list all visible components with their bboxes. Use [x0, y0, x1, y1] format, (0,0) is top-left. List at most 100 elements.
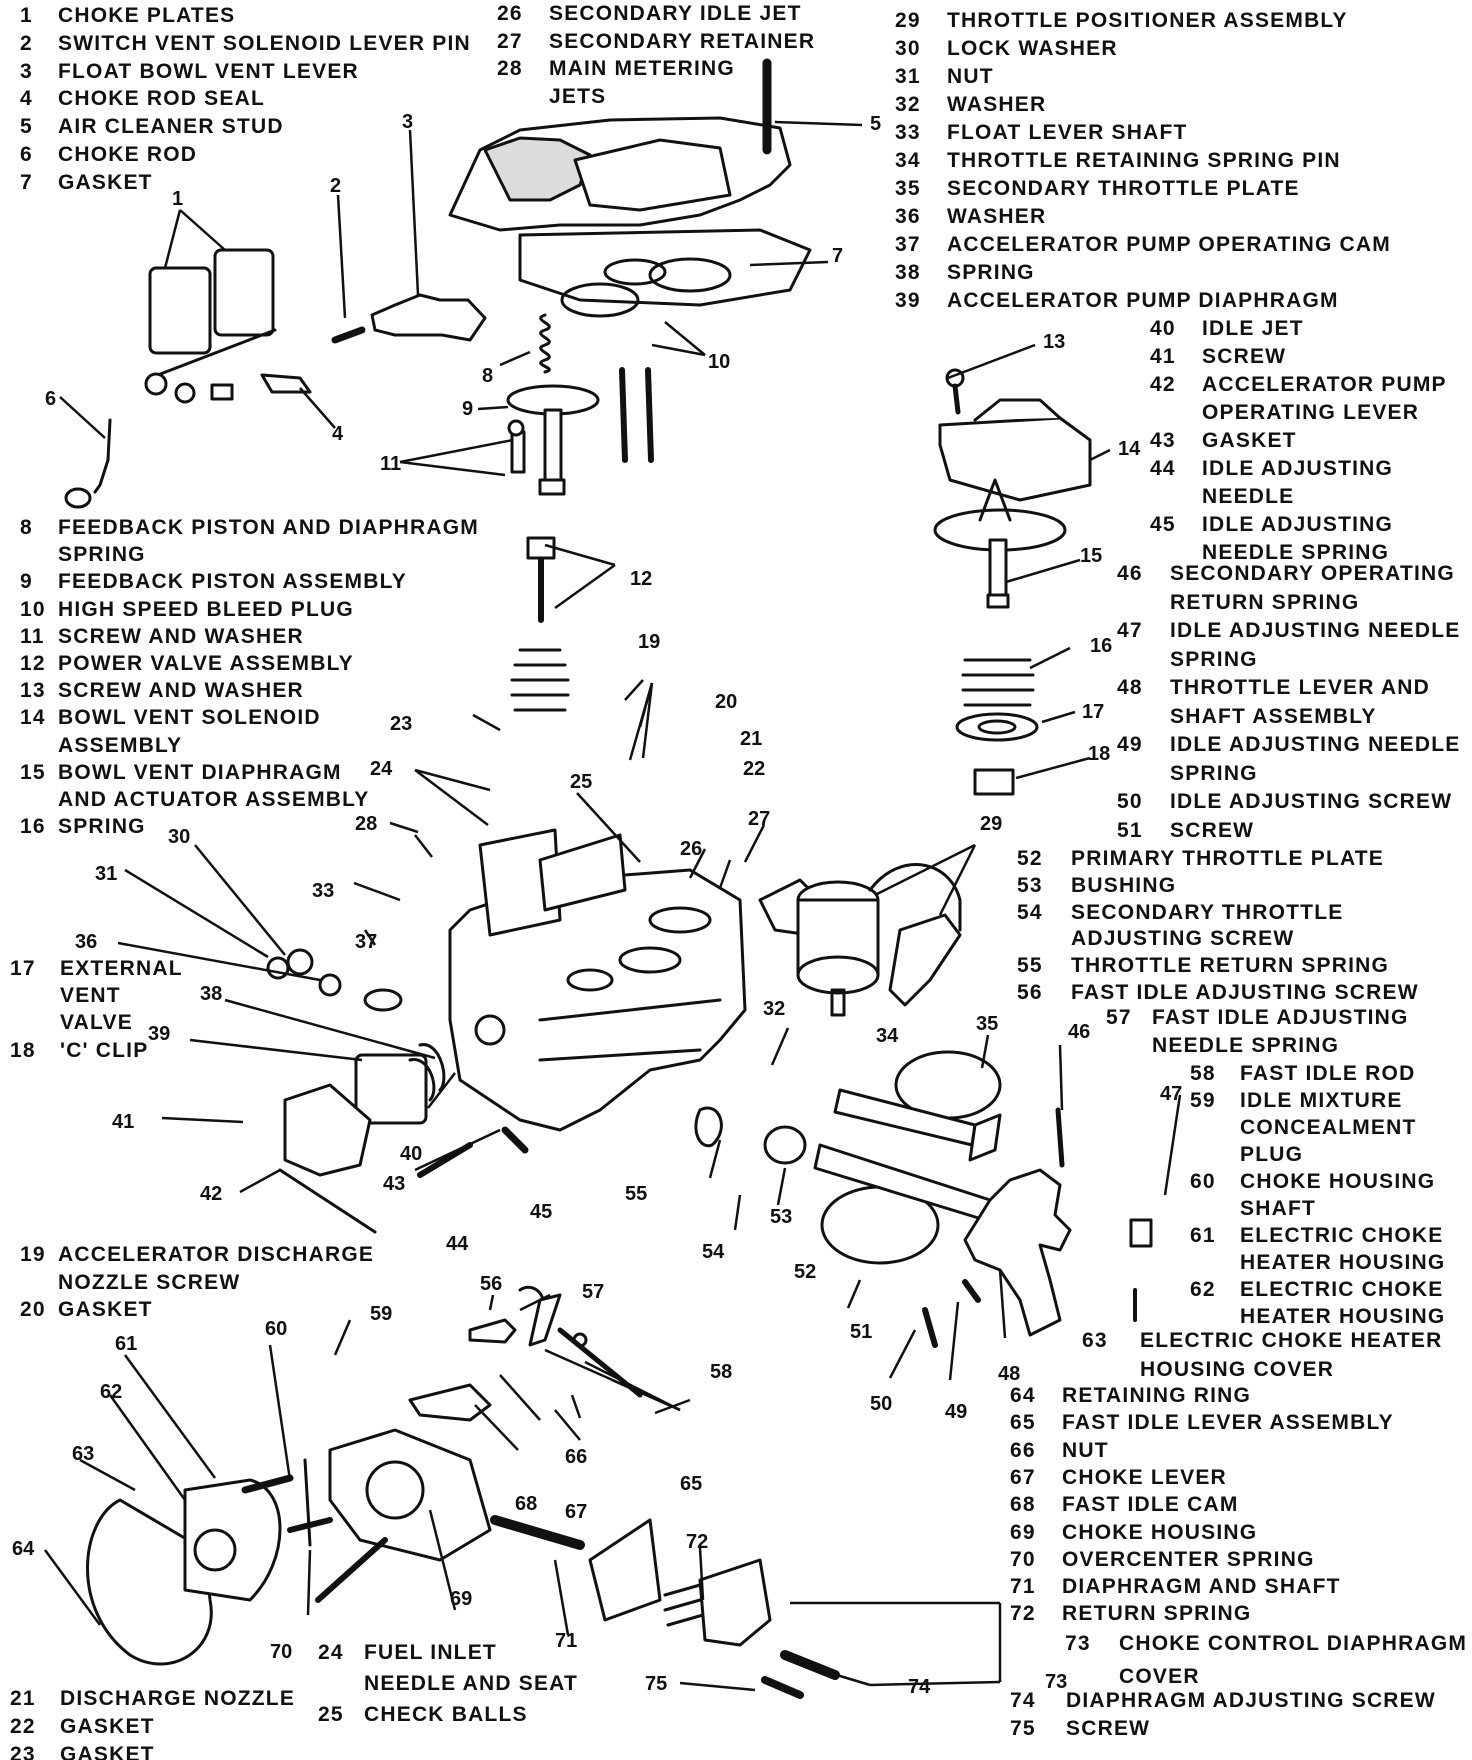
- legend-entry: NEEDLE SPRING: [1150, 542, 1389, 563]
- callout-number: 1: [172, 188, 183, 210]
- legend-number: 48: [1117, 676, 1143, 699]
- legend-number: 60: [1190, 1170, 1216, 1193]
- callout-number: 41: [112, 1111, 134, 1133]
- legend-entry: VENT: [10, 985, 121, 1006]
- callout-number: 63: [72, 1443, 94, 1465]
- legend-number: 4: [20, 87, 33, 111]
- legend-text: RETURN SPRING: [1170, 590, 1360, 614]
- legend-number: 5: [20, 115, 33, 139]
- legend-text: RETURN SPRING: [1062, 1602, 1252, 1626]
- callout-number: 56: [480, 1273, 502, 1295]
- pump-cover-part: [283, 1083, 372, 1177]
- callout-number: 55: [625, 1183, 647, 1205]
- legend-number: 26: [497, 2, 523, 25]
- legend-number: 32: [895, 93, 921, 116]
- legend-text: HIGH SPEED BLEED PLUG: [58, 597, 354, 621]
- legend-number: 10: [20, 597, 46, 621]
- legend-number: 16: [20, 815, 46, 839]
- legend-number: 17: [10, 957, 36, 980]
- callout-number: 3: [402, 111, 413, 133]
- legend-number: 46: [1117, 562, 1143, 585]
- legend-text: HEATER HOUSING: [1240, 1251, 1446, 1274]
- legend-text: CONCEALMENT: [1240, 1116, 1417, 1139]
- legend-text: PRIMARY THROTTLE PLATE: [1071, 847, 1385, 870]
- legend-number: 21: [10, 1687, 36, 1710]
- legend-number: 13: [20, 679, 46, 703]
- legend-text: GASKET: [58, 1298, 153, 1322]
- legend-text: GASKET: [60, 1742, 155, 1760]
- bowl-vent-solenoid-part: [933, 368, 1092, 796]
- legend-text: WASHER: [947, 93, 1047, 116]
- callout-number: 65: [680, 1473, 702, 1495]
- legend-text: ACCELERATOR PUMP OPERATING CAM: [947, 233, 1391, 256]
- leader-lines: [43, 120, 1182, 1692]
- legend-text: CHOKE CONTROL DIAPHRAGM: [1119, 1632, 1468, 1655]
- legend-number: 36: [895, 205, 921, 228]
- legend-number: 45: [1150, 513, 1176, 536]
- callout-number: 73: [1045, 1671, 1067, 1693]
- legend-text: HOUSING COVER: [1140, 1358, 1335, 1381]
- legend-text: OVERCENTER SPRING: [1062, 1547, 1315, 1571]
- callout-number: 12: [630, 568, 652, 590]
- legend-number: 57: [1106, 1006, 1132, 1029]
- legend-text: GASKET: [60, 1714, 155, 1738]
- legend-entry: 26 SECONDARY IDLE JET: [497, 3, 802, 24]
- legend-text: FUEL INLET: [364, 1641, 497, 1664]
- callout-number: 22: [743, 758, 765, 780]
- legend-number: 9: [20, 570, 33, 594]
- legend-text: BOWL VENT DIAPHRAGM: [58, 760, 342, 784]
- callout-number: 37: [355, 931, 377, 953]
- legend-text: THROTTLE LEVER AND: [1170, 676, 1430, 699]
- callout-number: 53: [770, 1206, 792, 1228]
- choke-plates-part: [144, 248, 277, 404]
- legend-text: SHAFT: [1240, 1197, 1316, 1220]
- callout-number: 17: [1082, 701, 1104, 723]
- legend-text: IDLE MIXTURE: [1240, 1089, 1403, 1112]
- callout-number: 25: [570, 771, 592, 793]
- callout-number: 13: [1043, 331, 1065, 353]
- callout-number: 27: [748, 808, 770, 830]
- legend-number: 56: [1017, 981, 1043, 1004]
- legend-text: SPRING: [947, 261, 1035, 284]
- legend-text: SECONDARY OPERATING: [1170, 562, 1455, 585]
- legend-number: 33: [895, 121, 921, 144]
- throttle-lever-part: [963, 1168, 1072, 1337]
- legend-number: 53: [1017, 873, 1043, 897]
- legend-text: ELECTRIC CHOKE: [1240, 1224, 1444, 1247]
- legend-number: 19: [20, 1243, 46, 1266]
- legend-number: 66: [1010, 1438, 1036, 1462]
- callout-number: 57: [582, 1281, 604, 1303]
- legend-entry: HEATER HOUSING: [1190, 1252, 1445, 1273]
- legend-text: DIAPHRAGM AND SHAFT: [1062, 1575, 1341, 1599]
- callout-number: 70: [270, 1641, 292, 1663]
- legend-text: NEEDLE: [1202, 485, 1295, 508]
- legend-number: 67: [1010, 1465, 1036, 1489]
- callout-number: 15: [1080, 545, 1102, 567]
- legend-text: SECONDARY IDLE JET: [549, 2, 802, 25]
- legend-text: FLOAT LEVER SHAFT: [947, 121, 1188, 144]
- legend-text: HEATER HOUSING: [1240, 1305, 1446, 1328]
- legend-text: NEEDLE SPRING: [1152, 1034, 1340, 1057]
- legend-entry: CONCEALMENT: [1190, 1117, 1417, 1138]
- callout-number: 42: [200, 1183, 222, 1205]
- legend-number: 23: [10, 1742, 36, 1760]
- legend-text: RETAINING RING: [1062, 1384, 1252, 1407]
